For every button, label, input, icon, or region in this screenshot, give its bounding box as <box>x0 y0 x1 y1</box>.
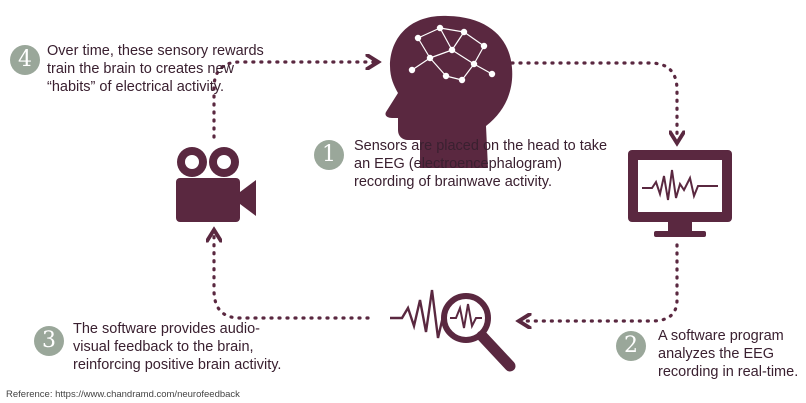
step-4-text: Over time, these sensory rewards train t… <box>47 42 264 96</box>
step-3-line: visual feedback to the brain, <box>73 339 254 355</box>
step-4-line: “habits” of electrical activity. <box>47 79 225 95</box>
step-2-line: recording in real-time. <box>658 364 799 380</box>
step-2-badge: 2 <box>616 331 646 361</box>
step-3-badge: 3 <box>34 326 64 356</box>
step-2-line: analyzes the EEG <box>658 346 775 362</box>
step-1-line: Sensors are placed on the head to take <box>354 138 608 154</box>
arrow-monitor-to-magnifier <box>522 243 679 321</box>
step-1-badge: 1 <box>314 140 344 170</box>
step-4-line: Over time, these sensory rewards <box>47 43 264 59</box>
step-2-line: A software program <box>658 328 784 344</box>
arrow-magnifier-to-camera <box>214 233 370 320</box>
movie-camera-icon <box>176 147 256 222</box>
step-4-line: train the brain to creates new <box>47 61 234 77</box>
monitor-with-eeg-icon <box>628 150 732 237</box>
step-2-text: A software program analyzes the EEG reco… <box>658 327 798 381</box>
head-with-network-icon <box>385 15 513 169</box>
arrow-camera-to-head <box>212 62 375 139</box>
step-1-text: Sensors are placed on the head to take a… <box>354 137 607 191</box>
step-3-text: The software provides audio- visual feed… <box>73 320 281 374</box>
step-1-line: recording of brainwave activity. <box>354 174 552 190</box>
arrow-head-to-monitor <box>510 61 677 140</box>
step-4-badge: 4 <box>10 45 40 75</box>
step-1-line: an EEG (electroencephalogram) <box>354 156 562 172</box>
step-3-line: The software provides audio- <box>73 321 260 337</box>
reference-link[interactable]: Reference: https://www.chandramd.com/neu… <box>6 389 240 400</box>
step-3-line: reinforcing positive brain activity. <box>73 357 282 373</box>
magnifier-waveform-icon <box>390 289 516 372</box>
